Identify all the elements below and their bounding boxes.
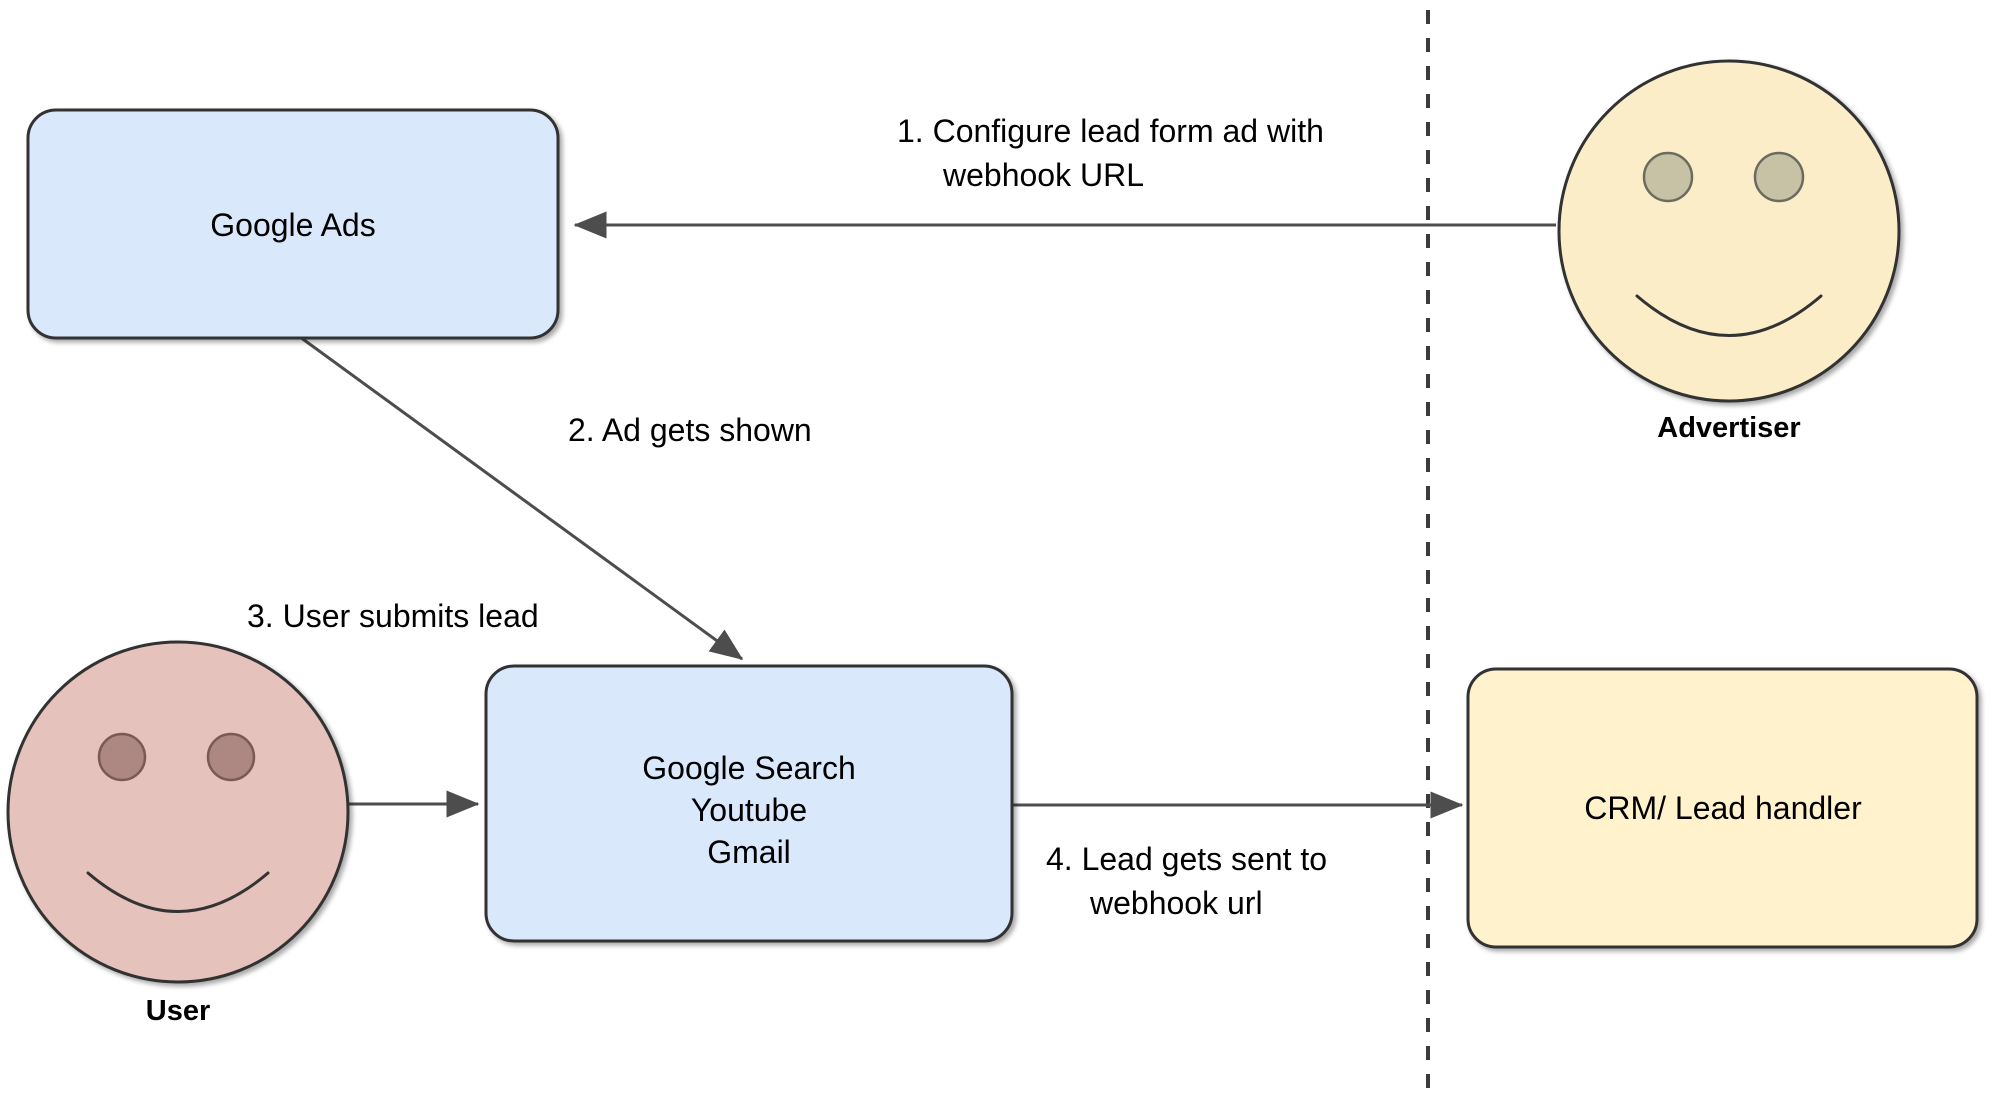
edge-label-4-line-2: webhook url <box>1089 885 1263 921</box>
edge-label-2: 2. Ad gets shown <box>568 412 812 448</box>
edge-label-2-line-1: 2. Ad gets shown <box>568 412 812 448</box>
edge-label-3-line-1: 3. User submits lead <box>247 598 539 634</box>
user-face-circle[interactable] <box>6 640 350 984</box>
node-google-surfaces[interactable]: Google Search Youtube Gmail <box>484 664 1014 943</box>
user-label: User <box>146 995 211 1027</box>
node-google-ads[interactable]: Google Ads <box>26 108 560 340</box>
crm-label: CRM/ Lead handler <box>1584 790 1862 826</box>
advertiser-right-eye-icon <box>1753 151 1805 203</box>
crm-box[interactable] <box>1466 667 1979 949</box>
advertiser-left-eye-icon <box>1642 151 1694 203</box>
user-smile-icon <box>86 871 270 913</box>
google-surfaces-line-1: Google Search <box>642 750 855 786</box>
edge-google-ads-to-surfaces <box>299 335 744 661</box>
node-advertiser[interactable]: Advertiser <box>1557 59 1901 444</box>
advertiser-label: Advertiser <box>1657 412 1800 444</box>
node-crm[interactable]: CRM/ Lead handler <box>1466 667 1979 949</box>
edge-label-1-line-1: 1. Configure lead form ad with <box>897 113 1324 149</box>
user-right-eye-icon <box>206 732 256 782</box>
node-user[interactable]: User <box>6 640 350 1027</box>
edge-label-4-line-1: 4. Lead gets sent to <box>1046 841 1327 877</box>
google-ads-box[interactable] <box>26 108 560 340</box>
google-ads-label: Google Ads <box>210 207 375 243</box>
edge-label-1: 1. Configure lead form ad with webhook U… <box>897 113 1324 193</box>
google-surfaces-line-2: Youtube <box>691 792 807 828</box>
google-surfaces-line-3: Gmail <box>707 834 791 870</box>
user-left-eye-icon <box>97 732 147 782</box>
edge-label-3: 3. User submits lead <box>247 598 539 634</box>
advertiser-face-circle[interactable] <box>1557 59 1901 403</box>
google-surfaces-box[interactable] <box>484 664 1014 943</box>
advertiser-smile-icon <box>1635 294 1823 337</box>
edge-label-4: 4. Lead gets sent to webhook url <box>1046 841 1327 921</box>
edge-label-1-line-2: webhook URL <box>942 157 1144 193</box>
